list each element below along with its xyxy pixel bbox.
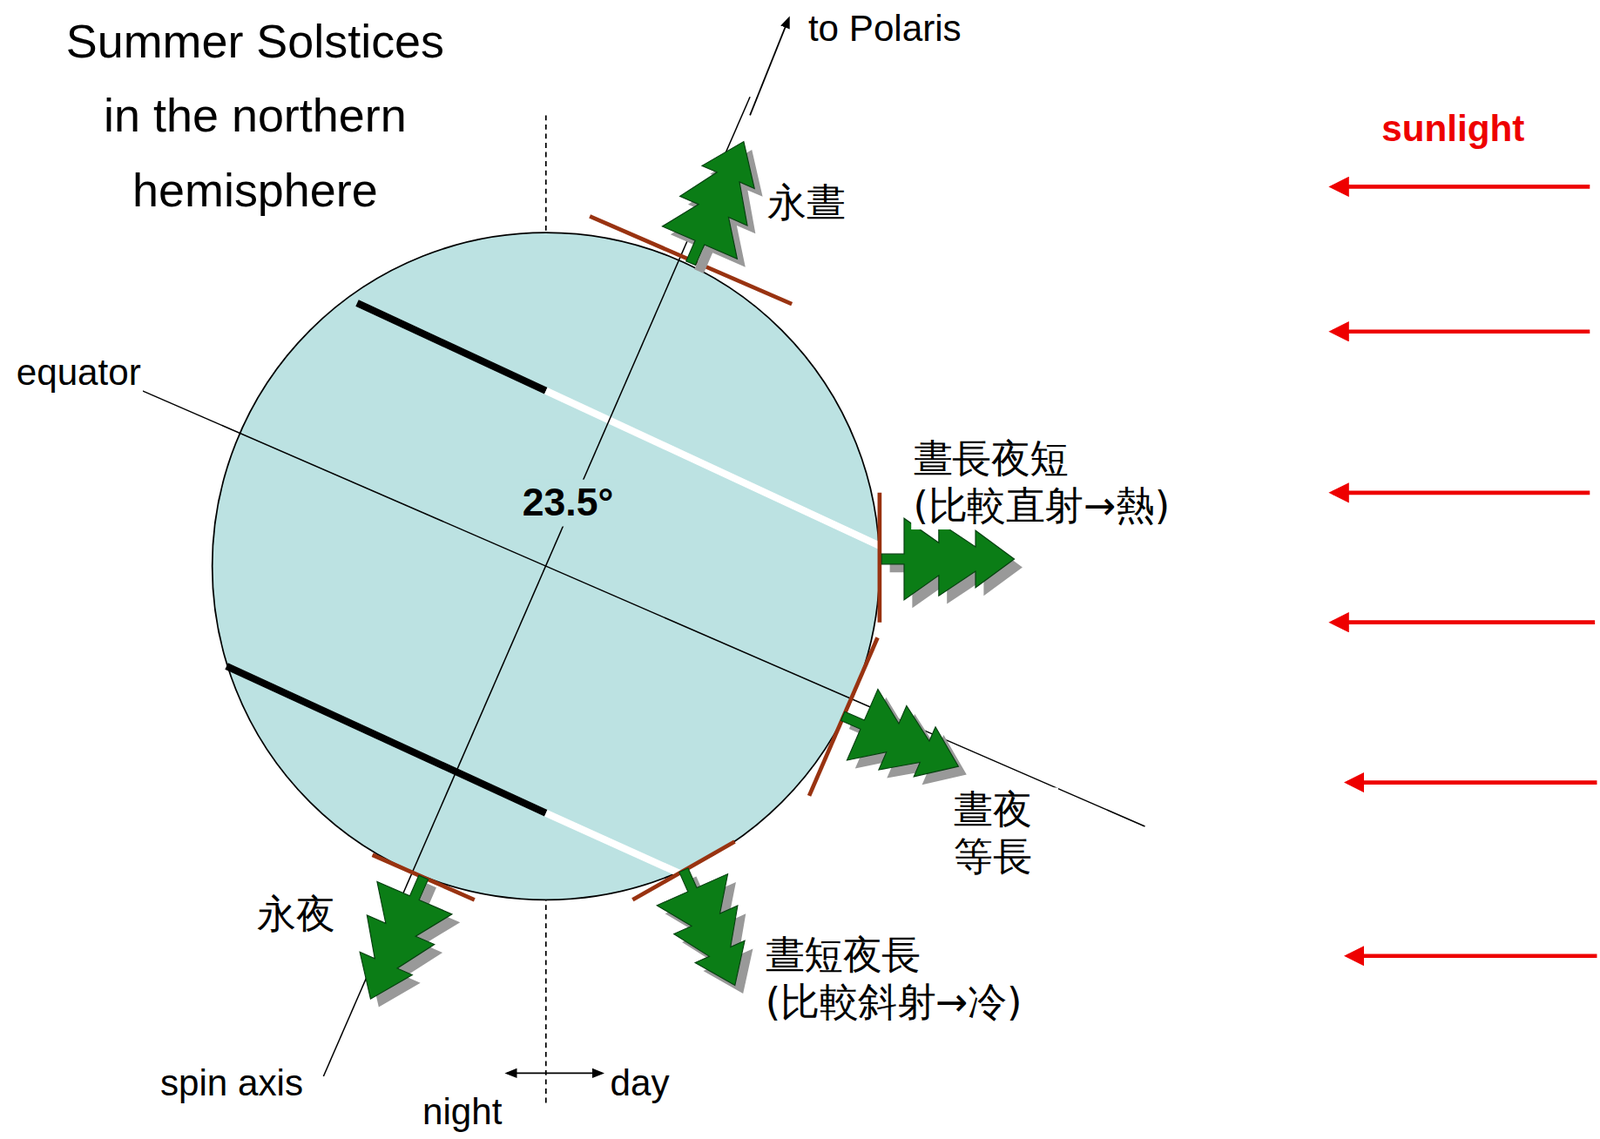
tilt-angle: 23.5° bbox=[519, 479, 615, 527]
tree-north-pole bbox=[589, 125, 792, 304]
polar-night-label: 永夜 bbox=[255, 891, 338, 939]
arctic-night-part bbox=[357, 303, 547, 392]
sunlight-label: sunlight bbox=[1379, 106, 1527, 151]
midnight-sun-label: 永晝 bbox=[765, 180, 848, 227]
equal-day-label: 晝夜 等長 bbox=[951, 787, 1059, 881]
polaris-label: to Polaris bbox=[806, 6, 965, 51]
tree-southern bbox=[632, 842, 778, 1010]
sunlight-rays bbox=[1332, 186, 1597, 956]
diagram-title: Summer Solstices in the northern hemisph… bbox=[51, 4, 460, 229]
polaris-arrow bbox=[749, 18, 790, 115]
long-day-label: 晝長夜短 (比較直射→熱) bbox=[911, 436, 1252, 530]
short-day-label: 晝短夜長 (比較斜射→冷) bbox=[762, 932, 1104, 1027]
tree-equator bbox=[809, 637, 982, 811]
day-label: day bbox=[607, 1060, 672, 1106]
equator-label: equator bbox=[13, 350, 143, 395]
tree-south-pole bbox=[332, 855, 474, 1025]
night-day-arrow bbox=[506, 1073, 602, 1075]
equator-line bbox=[69, 358, 1146, 827]
spin-axis-label: spin axis bbox=[158, 1060, 306, 1106]
antarctic-day-part bbox=[546, 813, 682, 875]
antarctic-night-part bbox=[226, 666, 547, 814]
night-label: night bbox=[420, 1089, 505, 1135]
